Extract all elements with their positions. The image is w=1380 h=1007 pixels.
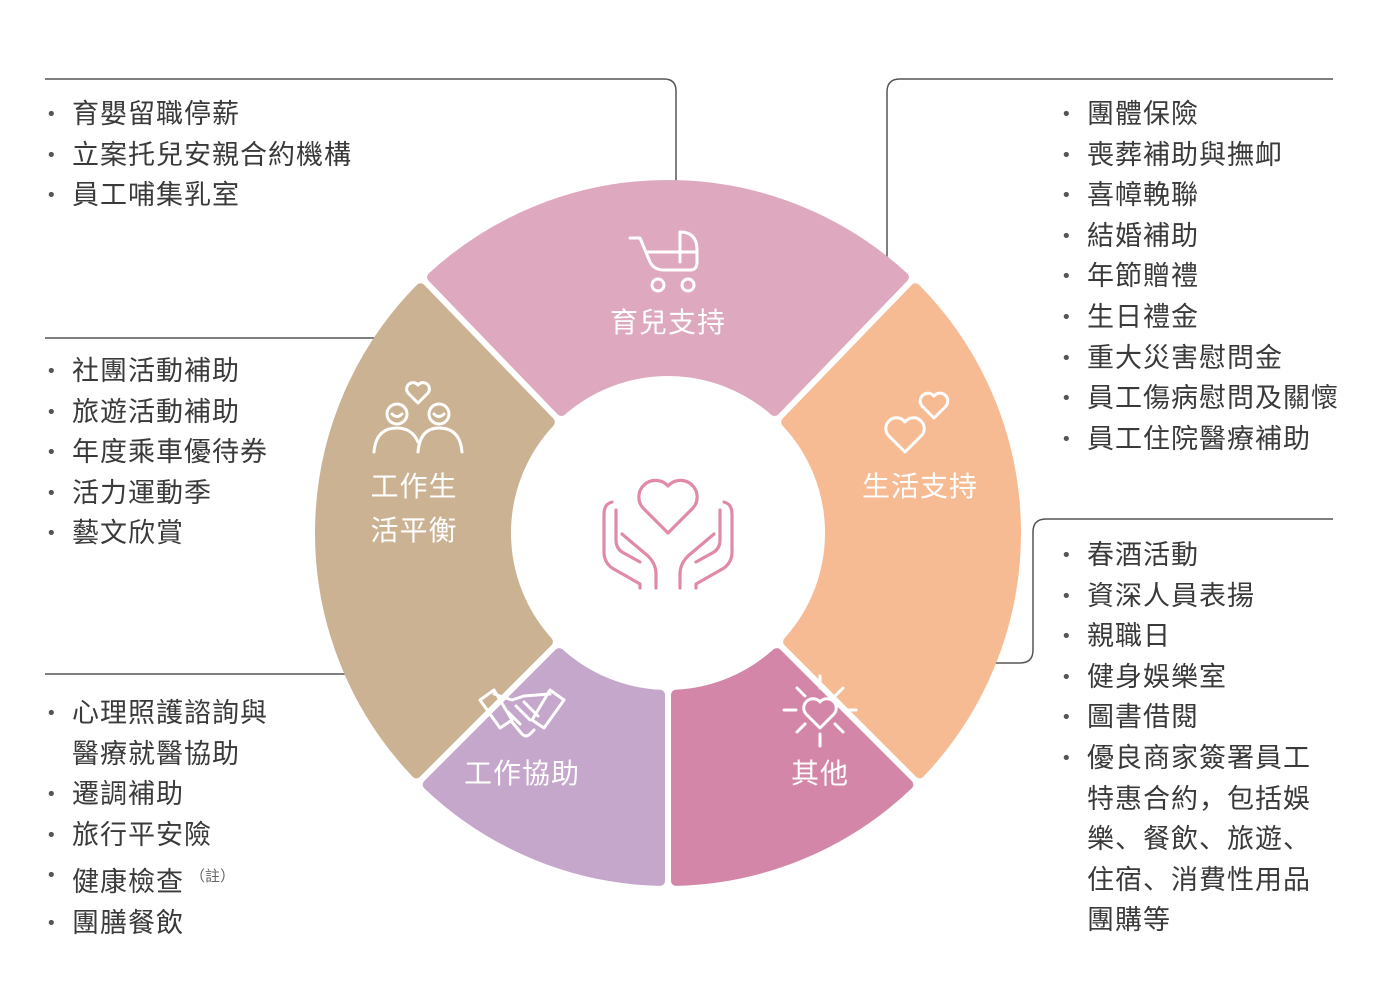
connector-childcare	[45, 78, 677, 198]
list-item: 員工住院醫療補助	[1061, 420, 1339, 461]
list-item: 喪葬補助與撫卹	[1061, 136, 1339, 177]
list-item-line: 住宿、消費性用品	[1087, 864, 1311, 896]
segment-assist	[422, 648, 665, 886]
list-item: 遷調補助	[46, 775, 268, 816]
list-item: 旅遊活動補助	[46, 393, 268, 434]
list-item: 藝文欣賞	[46, 514, 268, 555]
childcare-benefits-list: 育嬰留職停薪 立案托兒安親合約機構 員工哺集乳室	[46, 95, 352, 217]
list-item: 優良商家簽署員工 特惠合約，包括娛 樂、餐飲、旅遊、 住宿、消費性用品 團購等	[1061, 739, 1311, 942]
connector-life	[886, 78, 1333, 282]
list-item: 喜幛輓聯	[1061, 176, 1339, 217]
segment-label-other: 其他	[791, 757, 849, 790]
list-item-line: 優良商家簽署員工	[1087, 742, 1311, 774]
list-item: 員工傷病慰問及關懷	[1061, 379, 1339, 420]
hearts-icon	[884, 391, 950, 454]
list-item-text: 健康檢查	[72, 867, 184, 899]
hands-heart-icon	[602, 478, 734, 590]
handshake-icon	[478, 688, 566, 738]
list-item: 旅行平安險	[46, 816, 268, 857]
connector-other	[972, 518, 1333, 664]
segment-balance	[315, 283, 555, 779]
list-item: 春酒活動	[1061, 536, 1311, 577]
list-item: 活力運動季	[46, 474, 268, 515]
footnote-marker: （註）	[190, 867, 236, 886]
list-item: 年度乘車優待券	[46, 433, 268, 474]
other-benefits-list: 春酒活動 資深人員表揚 親職日 健身娛樂室 圖書借閱 優良商家簽署員工 特惠合約…	[1061, 536, 1311, 942]
segment-label-life: 生活支持	[862, 470, 978, 503]
list-item-line: 團購等	[1087, 905, 1171, 937]
list-item-line: 醫療就醫協助	[72, 738, 240, 770]
work-life-balance-list: 社團活動補助 旅遊活動補助 年度乘車優待券 活力運動季 藝文欣賞	[46, 352, 268, 555]
segment-label-balance-line1: 工作生	[370, 470, 457, 503]
list-item: 年節贈禮	[1061, 257, 1339, 298]
sparkle-heart-icon	[782, 674, 858, 748]
list-item-line: 樂、餐飲、旅遊、	[1087, 824, 1311, 856]
segment-other	[671, 648, 914, 886]
list-item: 育嬰留職停薪	[46, 95, 352, 136]
list-item: 立案托兒安親合約機構	[46, 136, 352, 177]
segment-label-assist: 工作協助	[464, 757, 580, 790]
list-item-line: 特惠合約，包括娛	[1087, 783, 1311, 815]
list-item: 團體保險	[1061, 95, 1339, 136]
segment-life	[781, 283, 1021, 779]
segment-label-childcare: 育兒支持	[610, 306, 726, 339]
list-item: 結婚補助	[1061, 217, 1339, 258]
list-item: 親職日	[1061, 617, 1311, 658]
list-item: 員工哺集乳室	[46, 176, 352, 217]
work-assistance-list: 心理照護諮詢與 醫療就醫協助 遷調補助 旅行平安險 健康檢查 （註） 團膳餐飲	[46, 694, 268, 945]
couple-heart-icon	[372, 381, 464, 454]
list-item: 團膳餐飲	[46, 904, 268, 945]
list-item: 健康檢查 （註）	[46, 856, 268, 904]
list-item: 圖書借閱	[1061, 698, 1311, 739]
segment-label-balance-line2: 活平衡	[370, 514, 457, 547]
list-item: 資深人員表揚	[1061, 577, 1311, 618]
life-support-list: 團體保險 喪葬補助與撫卹 喜幛輓聯 結婚補助 年節贈禮 生日禮金 重大災害慰問金…	[1061, 95, 1339, 460]
list-item: 生日禮金	[1061, 298, 1339, 339]
segment-childcare	[427, 180, 909, 417]
list-item-line: 心理照護諮詢與	[72, 698, 268, 729]
list-item: 社團活動補助	[46, 352, 268, 393]
list-item: 重大災害慰問金	[1061, 339, 1339, 380]
list-item: 心理照護諮詢與 醫療就醫協助	[46, 694, 268, 775]
list-item: 健身娛樂室	[1061, 658, 1311, 699]
stroller-icon	[628, 230, 699, 293]
